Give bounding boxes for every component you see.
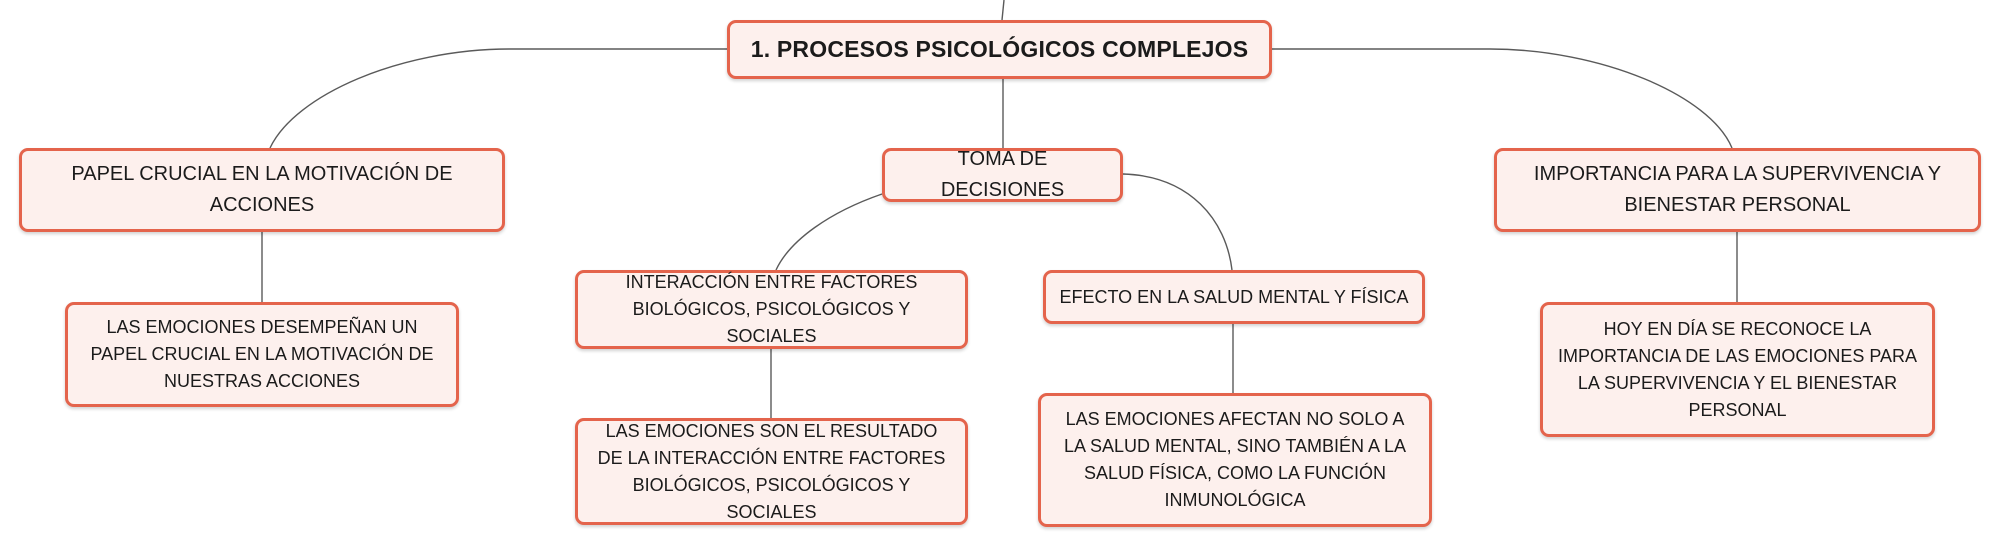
node-interaccion-label: INTERACCIÓN ENTRE FACTORES BIOLÓGICOS, P… xyxy=(625,272,918,346)
node-motivacion-detail-label: LAS EMOCIONES DESEMPEÑAN UN PAPEL CRUCIA… xyxy=(90,317,434,391)
node-interaccion-detail[interactable]: LAS EMOCIONES SON EL RESULTADO DE LA INT… xyxy=(575,418,968,525)
node-importancia-label: IMPORTANCIA PARA LA SUPERVIVENCIA Y BIEN… xyxy=(1533,163,1942,216)
node-efecto-salud[interactable]: EFECTO EN LA SALUD MENTAL Y FÍSICA xyxy=(1043,270,1425,324)
node-toma-decisiones[interactable]: TOMA DE DECISIONES xyxy=(882,148,1123,202)
root-node-label: 1. PROCESOS PSICOLÓGICOS COMPLEJOS xyxy=(750,36,1249,62)
node-toma-decisiones-label: TOMA DE DECISIONES xyxy=(940,148,1065,201)
connector-root-top xyxy=(1001,0,1005,21)
node-importancia-detail[interactable]: HOY EN DÍA SE RECONOCE LA IMPORTANCIA DE… xyxy=(1540,302,1935,437)
node-efecto-salud-detail-label: LAS EMOCIONES AFECTAN NO SOLO A LA SALUD… xyxy=(1063,409,1407,510)
node-importancia[interactable]: IMPORTANCIA PARA LA SUPERVIVENCIA Y BIEN… xyxy=(1494,148,1981,232)
connector-toma-to-interaccion xyxy=(775,193,883,271)
connector-root-to-motivacion xyxy=(269,48,727,149)
node-efecto-salud-label: EFECTO EN LA SALUD MENTAL Y FÍSICA xyxy=(1059,286,1409,307)
node-interaccion-detail-label: LAS EMOCIONES SON EL RESULTADO DE LA INT… xyxy=(597,420,946,522)
node-interaccion[interactable]: INTERACCIÓN ENTRE FACTORES BIOLÓGICOS, P… xyxy=(575,270,968,349)
connector-root-to-importancia xyxy=(1272,48,1733,149)
connector-toma-to-efecto xyxy=(1122,173,1233,271)
root-node[interactable]: 1. PROCESOS PSICOLÓGICOS COMPLEJOS xyxy=(727,20,1272,79)
node-motivacion[interactable]: PAPEL CRUCIAL EN LA MOTIVACIÓN DE ACCION… xyxy=(19,148,505,232)
node-motivacion-detail[interactable]: LAS EMOCIONES DESEMPEÑAN UN PAPEL CRUCIA… xyxy=(65,302,459,407)
node-motivacion-label: PAPEL CRUCIAL EN LA MOTIVACIÓN DE ACCION… xyxy=(71,163,453,216)
node-efecto-salud-detail[interactable]: LAS EMOCIONES AFECTAN NO SOLO A LA SALUD… xyxy=(1038,393,1432,527)
node-importancia-detail-label: HOY EN DÍA SE RECONOCE LA IMPORTANCIA DE… xyxy=(1557,318,1918,420)
